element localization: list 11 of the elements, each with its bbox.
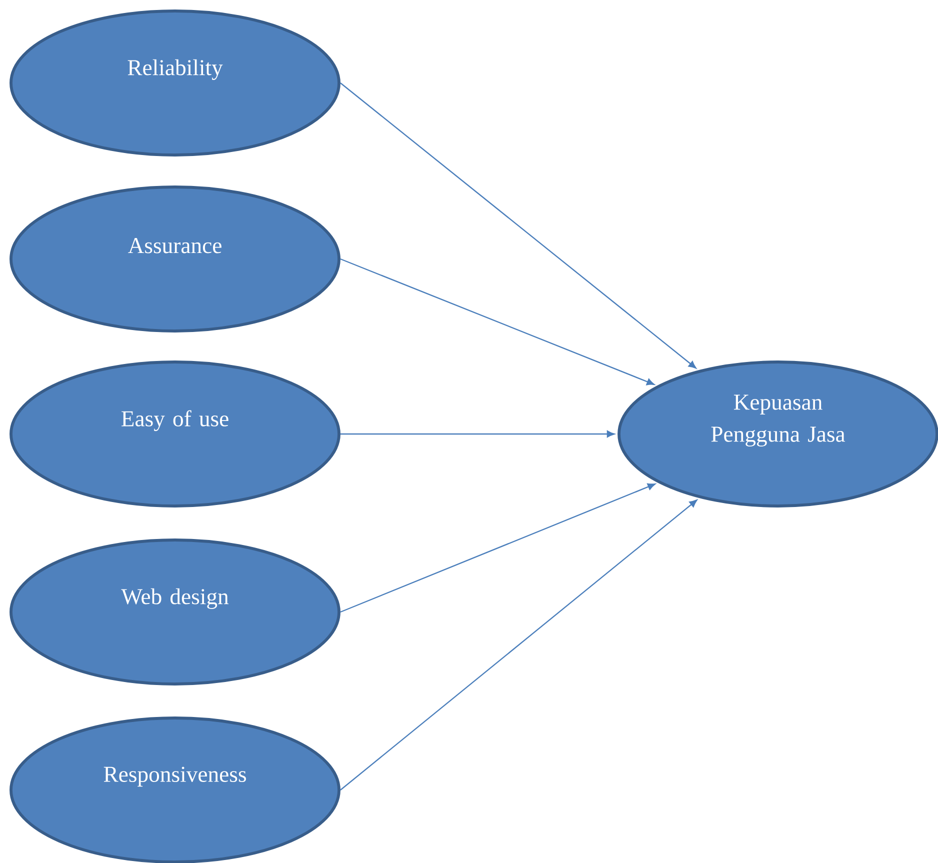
arrow: [340, 430, 615, 438]
ellipse-node: Easy of use: [10, 360, 340, 508]
arrow: [340, 258, 654, 386]
ellipse-node: Kepuasan Pengguna Jasa: [618, 360, 938, 508]
ellipse-node: Assurance: [10, 186, 340, 332]
arrow: [340, 500, 698, 790]
arrow: [340, 82, 696, 369]
ellipse-node: Web design: [10, 538, 340, 686]
ellipse-node: Reliability: [10, 10, 340, 156]
ellipse-node: Responsiveness: [10, 716, 340, 863]
arrow: [340, 483, 656, 613]
